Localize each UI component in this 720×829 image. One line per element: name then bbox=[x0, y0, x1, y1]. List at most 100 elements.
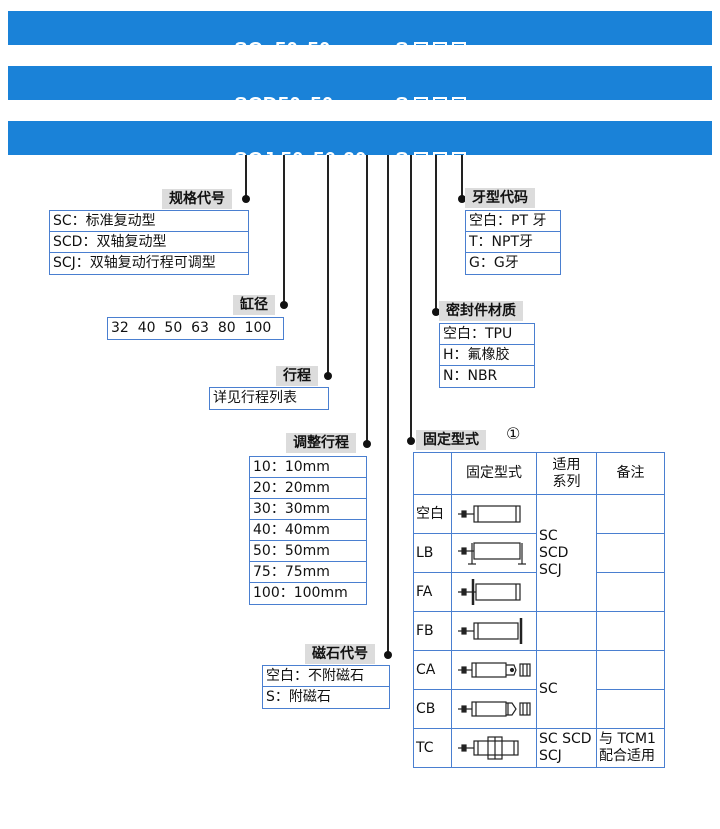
mount-code: FB bbox=[413, 611, 452, 651]
mount-row: TC SC SCD SCJ 与 TCM1 配合适用 bbox=[413, 728, 665, 768]
cylinder-icon-double-clevis bbox=[451, 689, 537, 729]
remark-empty bbox=[596, 611, 665, 651]
mount-code: FA bbox=[413, 572, 452, 612]
model-code-sc-suffix: S bbox=[383, 16, 466, 62]
mount-tag: 固定型式 bbox=[416, 430, 486, 450]
mount-code: 空白 bbox=[413, 494, 452, 534]
code-square bbox=[432, 97, 447, 113]
spec-row: SCJ：双轴复动行程可调型 bbox=[53, 255, 216, 271]
thread-row: 空白：PT 牙 bbox=[466, 211, 560, 232]
adjust-row: 30：30mm bbox=[250, 499, 366, 520]
magnet-row: S：附磁石 bbox=[266, 689, 331, 705]
cylinder-icon-foot bbox=[451, 533, 537, 573]
cylinder-icon-trunnion bbox=[451, 728, 537, 768]
cylinder-icon-rear-flange bbox=[451, 611, 537, 651]
remark-empty bbox=[596, 650, 665, 690]
stroke-box: 详见行程列表 bbox=[209, 387, 329, 410]
code-square bbox=[432, 152, 447, 168]
adjust-row: 20：20mm bbox=[250, 478, 366, 499]
model-code-scd: SCD50×50 bbox=[234, 94, 334, 116]
remark-empty bbox=[596, 572, 665, 612]
code-square bbox=[413, 97, 428, 113]
note-mark: ① bbox=[506, 424, 521, 443]
mount-row: CB bbox=[413, 689, 665, 729]
mount-row: FB bbox=[413, 611, 665, 651]
seal-row: H：氟橡胶 bbox=[440, 345, 534, 366]
seal-tag: 密封件材质 bbox=[439, 301, 523, 321]
mount-table-header: 固定型式 适用 系列 备注 bbox=[413, 452, 665, 495]
adjust-row: 50：50mm bbox=[250, 541, 366, 562]
leader-seal bbox=[435, 155, 437, 311]
bore-box: 32 40 50 63 80 100 bbox=[107, 317, 284, 340]
spec-code-box: SC：标准复动型 SCD：双轴复动型 SCJ：双轴复动行程可调型 bbox=[49, 210, 249, 275]
series-b: SC bbox=[536, 650, 597, 729]
code-square bbox=[413, 42, 428, 58]
remark-empty bbox=[596, 689, 665, 729]
leader-dot bbox=[458, 195, 466, 203]
mount-code: CA bbox=[413, 650, 452, 690]
code-square bbox=[451, 42, 466, 58]
adjust-row: 100：100mm bbox=[253, 585, 348, 601]
model-code-sc: SC 50×50 bbox=[234, 39, 331, 61]
code-square bbox=[451, 97, 466, 113]
thread-tag: 牙型代码 bbox=[465, 188, 535, 208]
code-square bbox=[413, 152, 428, 168]
leader-thread bbox=[461, 155, 463, 199]
model-code-scj: SCJ 50×50-20 bbox=[234, 149, 367, 171]
leader-dot bbox=[407, 437, 415, 445]
leader-mount bbox=[410, 155, 412, 440]
mount-row: LB bbox=[413, 533, 665, 573]
model-bar-sc bbox=[8, 11, 712, 45]
thread-row: T：NPT牙 bbox=[466, 232, 560, 253]
spec-row: SC：标准复动型 bbox=[50, 211, 248, 232]
adjust-stroke-box: 10：10mm 20：20mm 30：30mm 40：40mm 50：50mm … bbox=[249, 456, 367, 605]
model-code-scj-suffix: S bbox=[383, 126, 466, 172]
magnet-row: 空白：不附磁石 bbox=[263, 666, 389, 687]
magnet-tag: 磁石代号 bbox=[305, 644, 375, 664]
remark-empty bbox=[596, 533, 665, 573]
mount-code: CB bbox=[413, 689, 452, 729]
mount-code: LB bbox=[413, 533, 452, 573]
mount-table: 固定型式 适用 系列 备注 空白 SC SCD SCJ LB FA bbox=[413, 452, 665, 768]
seal-row: N：NBR bbox=[443, 368, 498, 384]
model-code-scd-suffix: S bbox=[383, 71, 466, 117]
adjust-row: 75：75mm bbox=[250, 562, 366, 583]
cylinder-icon-single-clevis bbox=[451, 650, 537, 690]
bore-tag: 缸径 bbox=[233, 295, 275, 315]
leader-dot bbox=[280, 301, 288, 309]
mount-code: TC bbox=[413, 728, 452, 768]
series-c: SC SCD SCJ bbox=[536, 728, 597, 768]
stroke-tag: 行程 bbox=[276, 366, 318, 386]
leader-bore bbox=[283, 155, 285, 305]
code-square bbox=[451, 152, 466, 168]
thread-box: 空白：PT 牙 T：NPT牙 G：G牙 bbox=[465, 210, 561, 275]
leader-stroke bbox=[327, 155, 329, 375]
stroke-value: 详见行程列表 bbox=[213, 390, 297, 406]
leader-dot bbox=[432, 308, 440, 316]
cylinder-icon-basic bbox=[451, 494, 537, 534]
bore-values: 32 40 50 63 80 100 bbox=[111, 320, 272, 336]
header-series: 适用 系列 bbox=[536, 452, 597, 495]
adjust-row: 40：40mm bbox=[250, 520, 366, 541]
header-blank bbox=[413, 452, 452, 495]
cylinder-icon-front-flange bbox=[451, 572, 537, 612]
thread-row: G：G牙 bbox=[469, 255, 519, 271]
adjust-stroke-tag: 调整行程 bbox=[286, 433, 356, 453]
adjust-row: 10：10mm bbox=[250, 457, 366, 478]
mount-row: 空白 SC SCD SCJ bbox=[413, 494, 665, 612]
model-bar-scd bbox=[8, 66, 712, 100]
spec-code-tag: 规格代号 bbox=[162, 189, 232, 209]
series-empty bbox=[536, 611, 597, 651]
leader-dot bbox=[363, 440, 371, 448]
seal-box: 空白：TPU H：氟橡胶 N：NBR bbox=[439, 323, 535, 388]
spec-row: SCD：双轴复动型 bbox=[50, 232, 248, 253]
code-square bbox=[432, 42, 447, 58]
header-remark: 备注 bbox=[596, 452, 665, 495]
leader-dot bbox=[242, 195, 250, 203]
mount-row: CA SC bbox=[413, 650, 665, 729]
leader-adjust bbox=[366, 155, 368, 443]
remark-empty bbox=[596, 494, 665, 534]
leader-dot bbox=[384, 651, 392, 659]
remark-tc: 与 TCM1 配合适用 bbox=[596, 728, 665, 768]
header-type: 固定型式 bbox=[451, 452, 537, 495]
